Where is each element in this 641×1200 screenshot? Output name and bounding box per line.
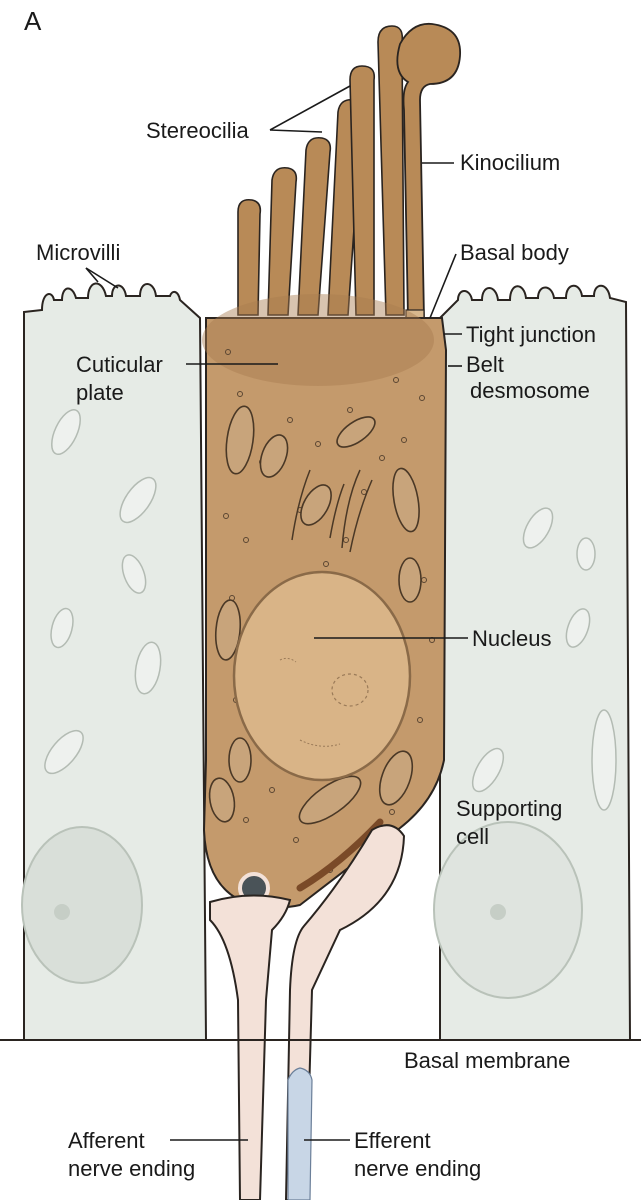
label-supporting-cell-line2: cell: [456, 824, 489, 849]
hair-cell-nucleus: [234, 572, 410, 780]
label-afferent-line2: nerve ending: [68, 1156, 195, 1181]
label-microvilli: Microvilli: [36, 240, 120, 265]
label-efferent-line2: nerve ending: [354, 1156, 481, 1181]
supporting-cell-nucleus-left: [22, 827, 142, 983]
label-belt-desmosome-line2: desmosome: [470, 378, 590, 403]
afferent-nerve-ending: [210, 895, 290, 1200]
stereocilia-bundle: [238, 26, 404, 315]
label-belt-desmosome-line1: Belt: [466, 352, 504, 377]
label-cuticular-plate-line2: plate: [76, 380, 124, 405]
label-tight-junction: Tight junction: [466, 322, 596, 347]
cuticular-plate: [202, 294, 434, 386]
label-afferent-line1: Afferent: [68, 1128, 145, 1153]
efferent-myelin-sheath: [288, 1068, 312, 1200]
label-efferent-line1: Efferent: [354, 1128, 431, 1153]
panel-letter: A: [24, 6, 42, 36]
label-supporting-cell-line1: Supporting: [456, 796, 562, 821]
label-basal-body: Basal body: [460, 240, 569, 265]
label-stereocilia: Stereocilia: [146, 118, 249, 143]
label-nucleus: Nucleus: [472, 626, 551, 651]
label-basal-membrane: Basal membrane: [404, 1048, 570, 1073]
kinocilium: [397, 24, 460, 344]
label-kinocilium: Kinocilium: [460, 150, 560, 175]
label-cuticular-plate-line1: Cuticular: [76, 352, 163, 377]
